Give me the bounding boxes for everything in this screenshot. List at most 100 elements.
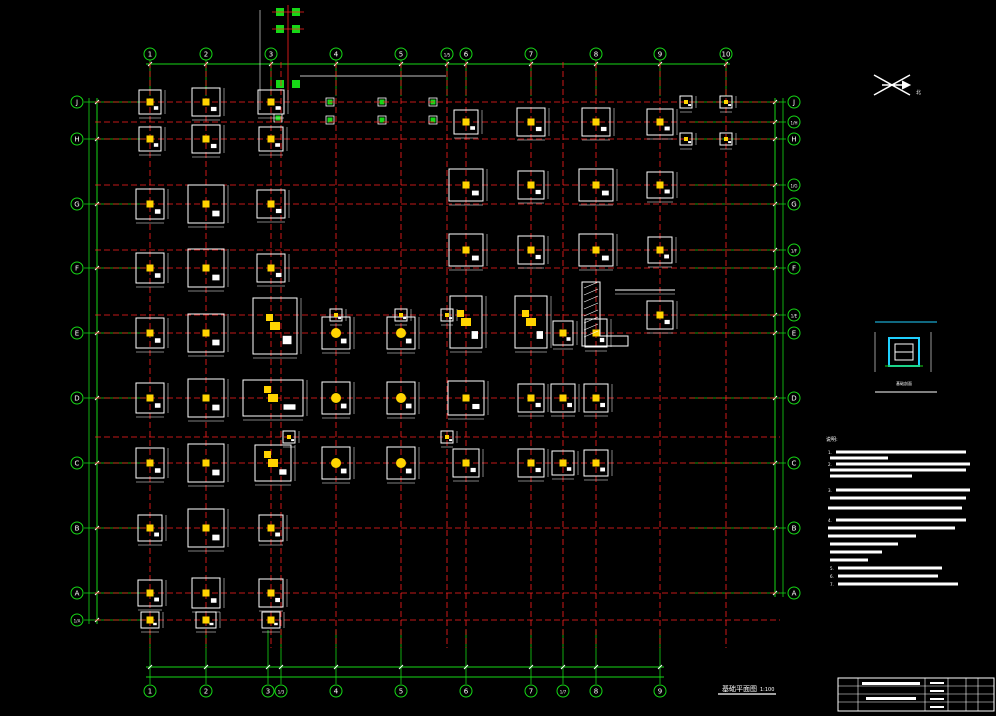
column-mark	[268, 459, 278, 467]
axis-label: J	[792, 99, 795, 107]
axis-bubble-right: J	[787, 95, 801, 109]
axis-bubble-bottom: 1/3	[274, 684, 288, 698]
column-mark	[396, 458, 406, 468]
column-mark	[267, 200, 275, 208]
wall-section	[581, 281, 675, 347]
column-mark	[202, 524, 210, 532]
axis-bubble-right: D	[787, 391, 801, 405]
footing	[550, 383, 580, 417]
footing	[679, 132, 697, 150]
axis-bubble-right: 1/E	[787, 308, 801, 322]
footing	[583, 449, 613, 481]
axis-label: 6	[464, 688, 469, 696]
axis-bubble-right: C	[787, 456, 801, 470]
axis-bubble-left: A	[70, 586, 84, 600]
axis-label: 1/5	[444, 53, 451, 58]
column-mark	[656, 181, 664, 189]
footing	[719, 95, 737, 113]
axis-bubble-top: 7	[524, 47, 538, 61]
column-mark	[656, 118, 664, 126]
footing	[140, 611, 164, 633]
column-mark	[146, 329, 154, 337]
plan-title: 基础平面图	[722, 684, 757, 693]
note-line	[836, 462, 970, 466]
footing	[258, 514, 288, 546]
axis-label: 7	[529, 51, 533, 59]
column-mark	[559, 459, 567, 467]
note-number: 7.	[830, 582, 834, 587]
column-mark	[146, 98, 154, 106]
footing	[452, 448, 484, 482]
axis-label: D	[791, 395, 796, 403]
footing	[135, 382, 169, 418]
axis-bubble-left: G	[70, 197, 84, 211]
footing	[187, 443, 229, 487]
note-line	[830, 474, 912, 478]
axis-label: 3	[266, 688, 270, 696]
footing	[448, 233, 488, 271]
axis-bubble-bottom: 1/7	[556, 684, 570, 698]
note-line	[830, 542, 898, 546]
axis-label: 5	[399, 688, 403, 696]
footing	[195, 611, 221, 633]
axis-bubble-left: 1/A	[70, 613, 84, 627]
footing	[448, 168, 488, 206]
axis-label: 8	[594, 688, 598, 696]
axis-bubble-bottom: 8	[589, 684, 603, 698]
axis-label: 1/H	[791, 121, 798, 126]
footing	[646, 300, 678, 334]
footing	[137, 579, 167, 611]
axis-label: E	[792, 330, 796, 338]
footing	[187, 378, 229, 422]
column-mark	[592, 459, 600, 467]
footing	[254, 444, 296, 486]
axis-bubble-top: 10	[719, 47, 733, 61]
note-line	[830, 496, 966, 500]
general-notes: 说明: 1.2.3.4.5.6.7.	[826, 436, 970, 587]
footing	[584, 318, 612, 352]
column-mark	[202, 200, 210, 208]
note-line	[836, 488, 970, 492]
axis-bubble-left: D	[70, 391, 84, 405]
footing	[282, 430, 300, 448]
axis-label: 5	[399, 51, 403, 59]
column-mark	[331, 328, 341, 338]
axis-bubble-right: B	[787, 521, 801, 535]
north-label: 北	[916, 89, 921, 96]
axis-label: 9	[658, 688, 662, 696]
footing	[261, 611, 285, 633]
column-mark	[724, 137, 728, 141]
axis-label: 8	[594, 51, 598, 59]
note-line	[838, 566, 942, 570]
note-line	[830, 550, 882, 554]
column-mark	[202, 616, 210, 624]
column-mark	[396, 393, 406, 403]
column-mark	[592, 394, 600, 402]
axis-label: 1	[148, 51, 152, 59]
footing	[578, 233, 618, 271]
note-line	[828, 534, 916, 538]
column-mark	[527, 246, 535, 254]
column-mark	[267, 524, 275, 532]
footing	[187, 508, 229, 552]
axis-bubble-top: 1	[143, 47, 157, 61]
footing	[329, 308, 347, 326]
axis-bubble-bottom: 6	[459, 684, 473, 698]
axis-label: J	[75, 99, 78, 107]
note-number: 3.	[828, 488, 832, 493]
footing	[440, 430, 458, 448]
axis-bubble-bottom: 3	[261, 684, 275, 698]
notes-title: 说明:	[826, 436, 838, 443]
column-mark	[656, 246, 664, 254]
footing	[135, 188, 169, 224]
footing	[449, 295, 487, 353]
note-number: 6.	[830, 574, 834, 579]
axis-bubble-right: E	[787, 326, 801, 340]
axis-bubble-top: 1/5	[440, 47, 454, 61]
axis-bubble-left: H	[70, 132, 84, 146]
axis-label: B	[75, 525, 80, 533]
footing	[321, 446, 355, 484]
footing	[517, 448, 549, 482]
